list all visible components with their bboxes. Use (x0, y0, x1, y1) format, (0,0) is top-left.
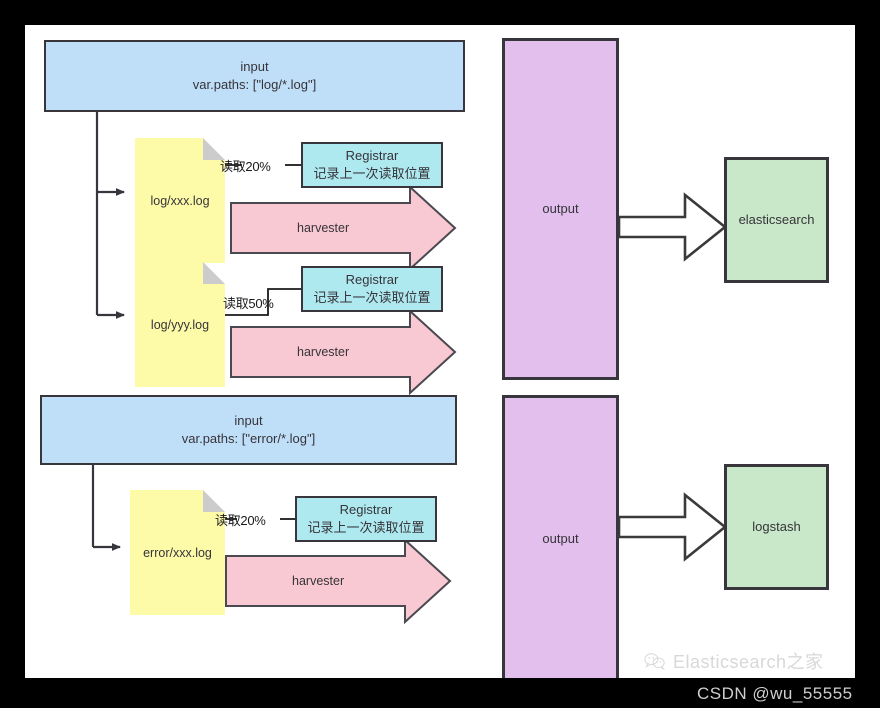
input-box-log[interactable]: input var.paths: ["log/*.log"] (44, 40, 465, 112)
output-to-elasticsearch-arrow (617, 192, 728, 262)
output-box-logstash[interactable]: output (502, 395, 619, 678)
output-label-1: output (542, 201, 579, 217)
watermark-brand: Elasticsearch之家 (644, 648, 824, 674)
registrar-box-error-xxx[interactable]: Registrar 记录上一次读取位置 (295, 496, 437, 542)
file-note-error-xxx[interactable]: error/xxx.log (130, 490, 225, 615)
watermark-credit: CSDN @wu_55555 (697, 684, 853, 703)
target-label-logstash: logstash (752, 519, 801, 535)
harvester-label-3: harvester (292, 574, 345, 588)
read-progress-label-error-xxx: 读取20% (215, 513, 266, 528)
registrar-box-log-xxx[interactable]: Registrar 记录上一次读取位置 (301, 142, 443, 188)
read-progress-label-log-yyy: 读取50% (223, 296, 274, 311)
harvester-label-1: harvester (297, 221, 350, 235)
read-progress-label-log-xxx: 读取20% (220, 159, 271, 174)
file-name-log-xxx: log/xxx.log (150, 193, 210, 208)
file-note-log-yyy[interactable]: log/yyy.log (135, 262, 225, 387)
file-name-error-xxx: error/xxx.log (143, 545, 212, 560)
target-box-elasticsearch[interactable]: elasticsearch (724, 157, 829, 283)
input-box-error[interactable]: input var.paths: ["error/*.log"] (40, 395, 457, 465)
input-paths-log: var.paths: ["log/*.log"] (192, 77, 317, 92)
input-paths-error: var.paths: ["error/*.log"] (181, 431, 316, 446)
watermark-brand-text: Elasticsearch之家 (673, 652, 824, 672)
diagram-canvas: input var.paths: ["log/*.log"] log/xxx.l… (25, 25, 855, 678)
output-box-elasticsearch[interactable]: output (502, 38, 619, 380)
input-to-files-connector-1 (95, 111, 125, 319)
file-note-log-xxx[interactable]: log/xxx.log (135, 138, 225, 263)
input-to-files-connector-2 (91, 465, 121, 551)
wechat-icon (644, 652, 666, 670)
registrar-subtitle-1: 记录上一次读取位置 (313, 166, 431, 181)
input-title-log: input (240, 59, 269, 75)
registrar-title-1: Registrar (345, 148, 399, 164)
output-to-logstash-arrow (617, 492, 728, 562)
target-box-logstash[interactable]: logstash (724, 464, 829, 590)
output-label-2: output (542, 531, 579, 547)
target-label-elasticsearch: elasticsearch (738, 212, 815, 228)
registrar-subtitle-3: 记录上一次读取位置 (307, 520, 425, 535)
input-title-error: input (234, 413, 263, 429)
registrar-title-2: Registrar (345, 272, 399, 288)
registrar-subtitle-2: 记录上一次读取位置 (313, 290, 431, 305)
file-name-log-yyy: log/yyy.log (150, 317, 210, 332)
registrar-box-log-yyy[interactable]: Registrar 记录上一次读取位置 (301, 266, 443, 312)
harvester-label-2: harvester (297, 345, 350, 359)
registrar-title-3: Registrar (339, 502, 393, 518)
